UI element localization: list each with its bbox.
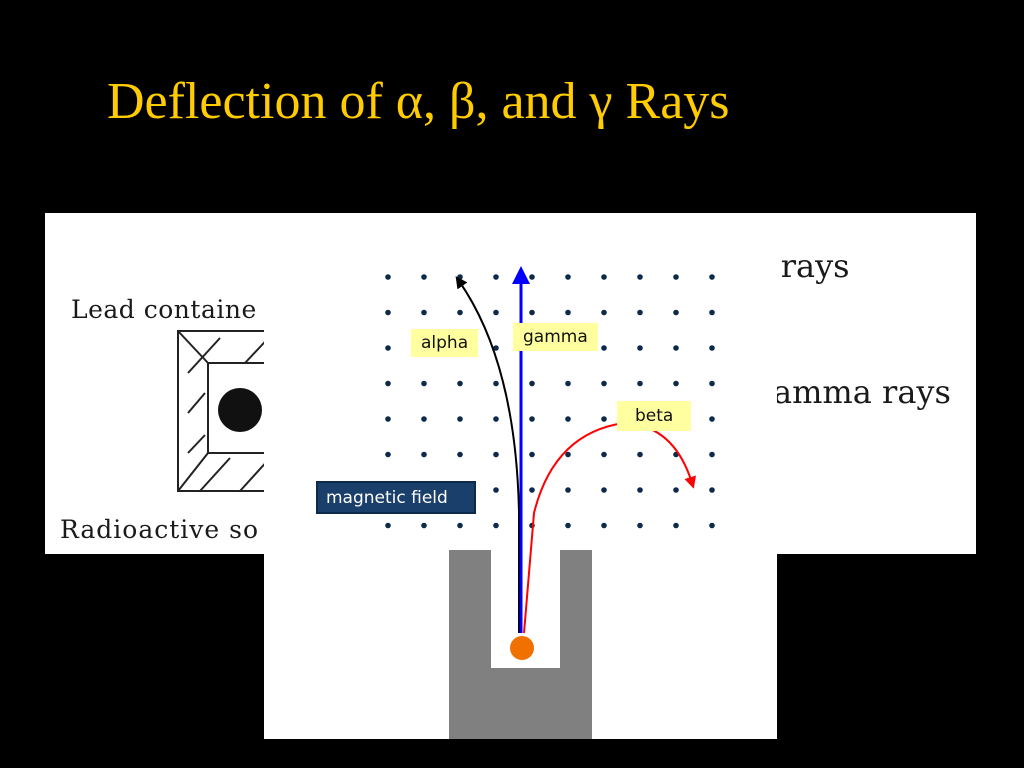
lead-container-label: Lead containe (71, 295, 257, 324)
gamma-label: gamma (513, 323, 598, 351)
field-dot (385, 309, 391, 316)
field-dot (385, 451, 391, 458)
field-dot (457, 451, 463, 458)
field-dot (637, 522, 643, 529)
field-dot (601, 274, 607, 280)
field-dot (385, 274, 391, 280)
alpha-label: alpha (411, 329, 479, 357)
field-dot (457, 274, 463, 280)
field-dot (601, 345, 607, 351)
magnetic-field-figure: alpha gamma beta magnetic field (264, 243, 777, 739)
radioactive-source (510, 636, 534, 660)
field-dot (457, 522, 463, 529)
field-dot (385, 380, 391, 387)
field-dot (673, 487, 679, 493)
field-dot (637, 451, 643, 458)
field-dot (565, 309, 571, 316)
field-dot (493, 345, 499, 351)
field-dot (565, 522, 571, 529)
field-dot (421, 309, 427, 316)
field-dot (565, 487, 571, 493)
field-dot (493, 487, 499, 493)
field-dot (493, 416, 499, 422)
field-dot (601, 309, 607, 316)
field-dot (565, 380, 571, 387)
field-dot (637, 487, 643, 493)
field-dot (457, 380, 463, 387)
field-dot (709, 309, 715, 316)
field-dot (457, 416, 463, 422)
field-dot (709, 345, 715, 351)
field-dot (601, 487, 607, 493)
field-dot (421, 522, 427, 529)
field-dot (529, 487, 535, 493)
field-dot (529, 309, 535, 316)
field-dot (493, 274, 499, 280)
field-dot (709, 380, 715, 387)
field-dot (709, 487, 715, 493)
field-dot (673, 522, 679, 529)
field-dot (529, 380, 535, 387)
field-dot (565, 416, 571, 422)
magnetic-field-dots (385, 274, 715, 529)
field-dot (385, 522, 391, 529)
field-dot (601, 380, 607, 387)
field-dot (637, 274, 643, 280)
field-dot (457, 309, 463, 316)
field-dot (673, 274, 679, 280)
field-dot (421, 274, 427, 280)
alpha-ray-path (455, 276, 520, 633)
field-dot (493, 522, 499, 529)
beta-label: beta (617, 401, 692, 431)
field-dot (673, 380, 679, 387)
field-dot (565, 451, 571, 458)
gamma-rays-label: amma rays (773, 373, 951, 411)
field-dot (529, 451, 535, 458)
field-dot (673, 309, 679, 316)
field-dot (529, 274, 535, 280)
field-dot (637, 345, 643, 351)
field-dot (565, 274, 571, 280)
field-dot (493, 309, 499, 316)
field-dot (421, 380, 427, 387)
field-dot (385, 416, 391, 422)
field-dot (601, 416, 607, 422)
field-dot (673, 345, 679, 351)
magnetic-field-label: magnetic field (316, 481, 476, 514)
field-dot (709, 416, 715, 422)
field-dot (709, 522, 715, 529)
field-dot (493, 451, 499, 458)
deflection-diagram (385, 266, 715, 739)
radioactive-source-label: Radioactive so (60, 515, 260, 544)
field-dot (637, 309, 643, 316)
field-dot (709, 451, 715, 458)
field-dot (493, 380, 499, 387)
field-dot (601, 522, 607, 529)
radioactive-source-dot (218, 388, 262, 432)
slide-title: Deflection of α, β, and γ Rays (107, 73, 730, 130)
field-dot (421, 416, 427, 422)
field-dot (421, 451, 427, 458)
field-dot (529, 416, 535, 422)
field-dot (385, 345, 391, 351)
field-dot (709, 274, 715, 280)
beta-ray-path (523, 421, 696, 634)
field-dot (637, 380, 643, 387)
field-dot (601, 451, 607, 458)
